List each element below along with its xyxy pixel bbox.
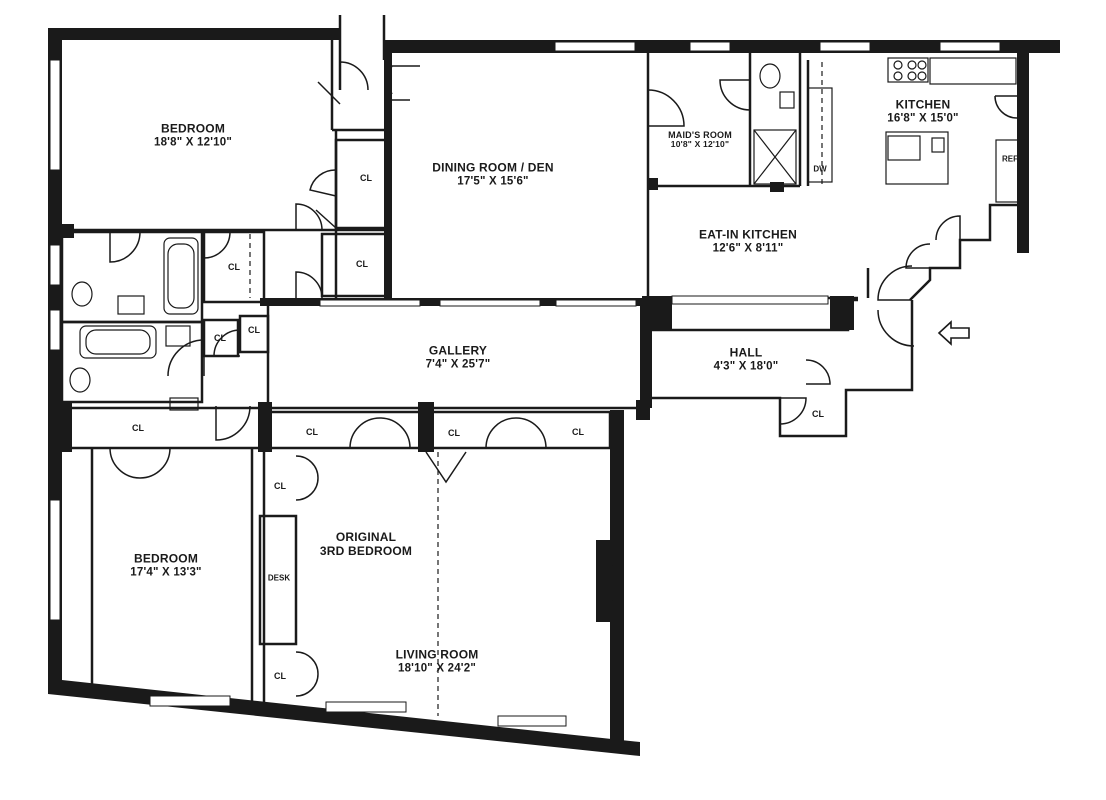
room-name-line-2: 3RD BEDROOM	[319, 544, 413, 558]
room-name: BEDROOM	[160, 121, 226, 136]
room-dining: DINING ROOM / DEN 17'5" X 15'6"	[432, 161, 553, 188]
room-name: BEDROOM	[133, 551, 199, 566]
fixtures	[69, 57, 1025, 601]
closet-label: CL	[572, 427, 584, 437]
room-hall: HALL 4'3" X 18'0"	[714, 346, 779, 373]
room-dimensions: 18'10" X 24'2"	[397, 662, 476, 675]
room-gallery: GALLERY 7'4" X 25'7"	[426, 344, 491, 371]
doors	[109, 61, 1018, 697]
entry-arrow-icon	[937, 320, 970, 346]
room-name: EAT-IN KITCHEN	[699, 227, 797, 242]
dashed-lines	[249, 62, 823, 716]
room-name: DINING ROOM / DEN	[432, 160, 554, 175]
closet-label: CL	[274, 481, 286, 491]
interior-walls	[60, 15, 1017, 710]
desk-label: DESK	[267, 573, 291, 583]
room-bedroom-1: BEDROOM 18'8" X 12'10"	[154, 122, 232, 149]
room-name: GALLERY	[428, 343, 488, 358]
closet-label: CL	[228, 262, 240, 272]
dishwasher-label: DW	[813, 164, 827, 174]
closet-label: CL	[248, 325, 260, 335]
room-dimensions: 7'4" X 25'7"	[425, 358, 491, 371]
room-dimensions: 18'8" X 12'10"	[153, 136, 233, 149]
closet-label: CL	[132, 423, 144, 433]
room-original-bedroom: ORIGINAL 3RD BEDROOM	[319, 530, 413, 559]
room-name: ORIGINAL	[335, 530, 397, 545]
closet-label: CL	[360, 173, 372, 183]
closet-label: CL	[448, 428, 460, 438]
room-dimensions: 16'8" X 15'0"	[887, 112, 959, 125]
room-kitchen: KITCHEN 16'8" X 15'0"	[887, 98, 958, 125]
room-bedroom-2: BEDROOM 17'4" X 13'3"	[130, 552, 201, 579]
room-dimensions: 4'3" X 18'0"	[713, 360, 779, 373]
room-name: LIVING ROOM	[395, 647, 479, 662]
room-maids: MAID'S ROOM 10'8" X 12'10"	[668, 130, 732, 150]
closet-label: CL	[306, 427, 318, 437]
room-living: LIVING ROOM 18'10" X 24'2"	[396, 648, 479, 675]
closet-label: CL	[812, 409, 824, 419]
closet-label: CL	[214, 333, 226, 343]
room-name: MAID'S ROOM	[668, 129, 732, 140]
closet-label: CL	[356, 259, 368, 269]
room-name: KITCHEN	[895, 97, 951, 112]
closet-label: CL	[274, 671, 286, 681]
room-dimensions: 17'5" X 15'6"	[457, 175, 529, 188]
room-dimensions: 10'8" X 12'10"	[670, 139, 730, 150]
room-eat-in-kitchen: EAT-IN KITCHEN 12'6" X 8'11"	[699, 228, 797, 255]
room-dimensions: 12'6" X 8'11"	[712, 242, 784, 255]
refrigerator-label: REF	[1002, 154, 1018, 164]
windows	[49, 41, 1001, 621]
room-dimensions: 17'4" X 13'3"	[130, 566, 202, 579]
room-name: HALL	[729, 345, 763, 360]
